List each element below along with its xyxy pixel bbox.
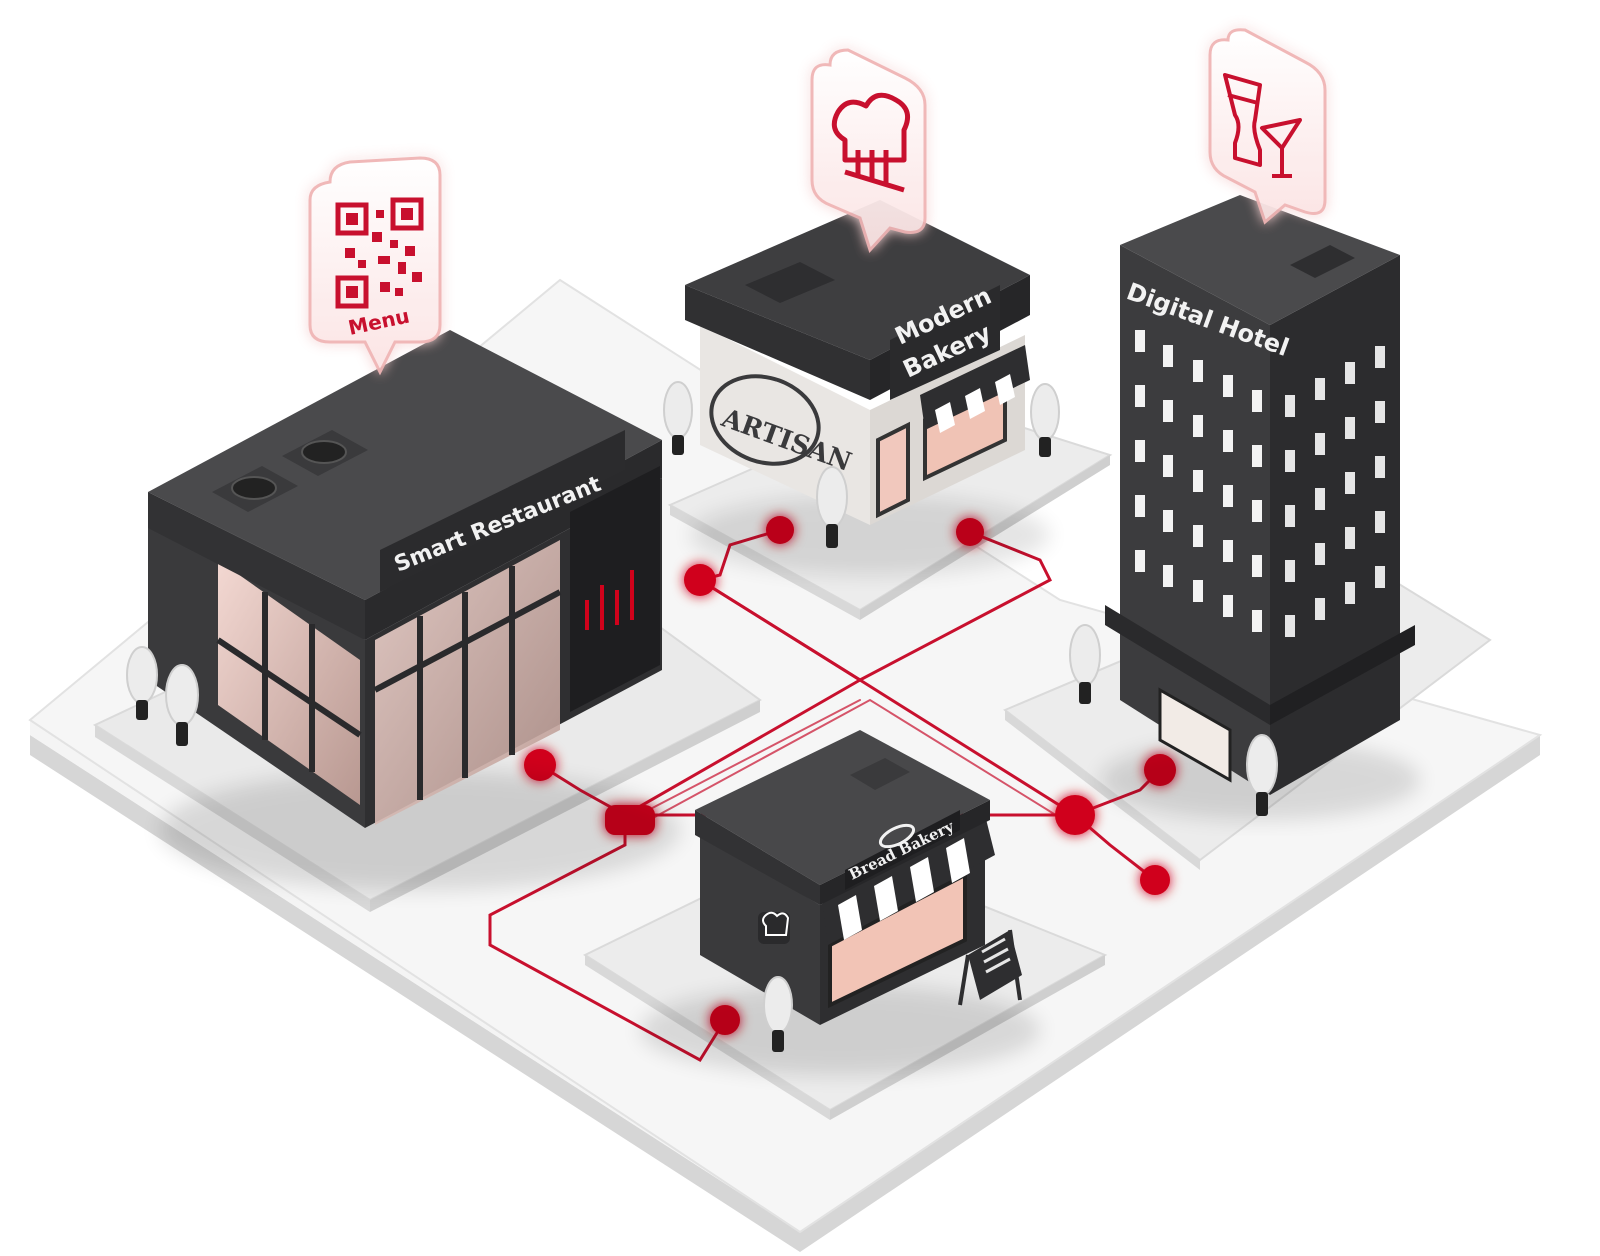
ac-unit bbox=[212, 466, 298, 512]
chef-hat-icon bbox=[831, 92, 911, 193]
chef-hat-icon bbox=[758, 911, 790, 944]
modern-bakery-building: Modern Bakery ARTISAN bbox=[685, 200, 1050, 575]
striped-awning bbox=[920, 345, 1030, 433]
hotel-entrance bbox=[1158, 687, 1232, 783]
tree bbox=[1069, 624, 1101, 704]
tree bbox=[1246, 734, 1278, 816]
circuit-hub bbox=[1055, 795, 1095, 835]
glass-mullions bbox=[216, 566, 562, 800]
led-display-panel bbox=[570, 466, 660, 712]
ac-unit bbox=[282, 430, 368, 476]
small-bakery-building: Bread Bakery bbox=[640, 730, 1040, 1075]
tree bbox=[816, 466, 848, 548]
menu-board bbox=[958, 929, 1022, 1006]
striped-awning bbox=[822, 815, 995, 945]
tree bbox=[763, 976, 793, 1052]
circuit-node bbox=[684, 564, 716, 596]
drinks-bubble bbox=[1208, 28, 1327, 225]
tree bbox=[1030, 383, 1060, 457]
led-bars bbox=[585, 570, 634, 630]
bread-icon bbox=[878, 823, 916, 849]
chef-bubble bbox=[810, 48, 927, 253]
tree bbox=[126, 646, 158, 720]
circuit-node bbox=[1140, 865, 1170, 895]
trees bbox=[126, 381, 1278, 1052]
tree bbox=[165, 664, 199, 746]
hotel-windows-left bbox=[1135, 330, 1262, 632]
smart-restaurant-building: Smart Restaurant bbox=[148, 330, 680, 890]
tree bbox=[663, 381, 693, 455]
hotel-windows-right bbox=[1285, 346, 1385, 637]
qr-code-icon bbox=[335, 197, 424, 309]
drinks-icon bbox=[1223, 73, 1302, 178]
circuit-node bbox=[524, 749, 556, 781]
menu-qr-bubble: Menu bbox=[308, 156, 442, 376]
